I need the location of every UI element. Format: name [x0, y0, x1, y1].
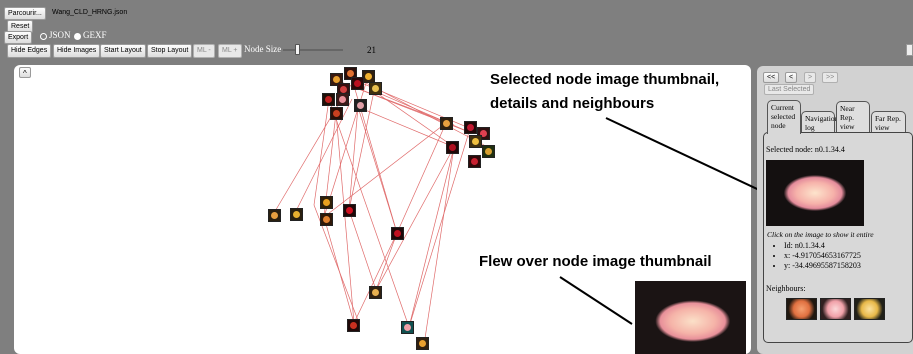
stop-layout-button[interactable]: Stop Layout — [147, 44, 193, 58]
nav-prev-button[interactable]: < — [785, 72, 798, 83]
graph-node[interactable] — [343, 204, 356, 217]
node-y: y: -34.49695587158203 — [784, 261, 861, 271]
hover-thumbnail — [635, 281, 746, 354]
graph-node[interactable] — [330, 73, 343, 86]
graph-node[interactable] — [330, 107, 343, 120]
graph-node[interactable] — [351, 77, 364, 90]
graph-node[interactable] — [369, 286, 382, 299]
graph-node[interactable] — [464, 121, 477, 134]
annotation-flew-over: Flew over node image thumbnail — [479, 253, 712, 270]
graph-node[interactable] — [362, 70, 375, 83]
collapse-button[interactable]: ^ — [19, 67, 31, 78]
file-name-label: Wang_CLD_HRNG.json — [52, 9, 128, 16]
annotation-selected-thumbnail-line2: details and neighbours — [490, 95, 655, 112]
right-edge-button[interactable] — [906, 44, 913, 56]
graph-node[interactable] — [320, 213, 333, 226]
ml-minus-button[interactable]: ML - — [193, 44, 215, 58]
image-hint: Click on the image to show it entire — [767, 230, 874, 239]
graph-node[interactable] — [468, 155, 481, 168]
nav-first-button[interactable]: << — [763, 72, 780, 83]
neighbour-thumbnail[interactable] — [820, 298, 851, 320]
start-layout-button[interactable]: Start Layout — [100, 44, 146, 58]
slider-track — [283, 49, 343, 51]
graph-node[interactable] — [416, 337, 429, 350]
nav-next-button[interactable]: > — [804, 72, 817, 83]
browse-button[interactable]: Parcourir... — [4, 7, 46, 20]
graph-node[interactable] — [482, 145, 495, 158]
export-button[interactable]: Export — [4, 31, 33, 44]
tab-far-rep-view[interactable]: Far Rep. view — [871, 111, 906, 133]
node-details-list: Id: n0.1.34.4 x: -4.917054653167725 y: -… — [768, 241, 861, 271]
last-selected-button[interactable]: Last Selected — [764, 84, 815, 95]
neighbour-thumbnail[interactable] — [786, 298, 817, 320]
graph-node[interactable] — [446, 141, 459, 154]
graph-node[interactable] — [322, 93, 335, 106]
nav-last-button[interactable]: >> — [822, 72, 839, 83]
node-size-label: Node Size — [244, 44, 282, 54]
tab-current-selected-node[interactable]: Current selected node — [767, 100, 801, 134]
slider-thumb[interactable] — [295, 44, 300, 55]
selected-node-text: Selected node: n0.1.34.4 — [766, 145, 845, 154]
neighbour-thumbnail[interactable] — [854, 298, 885, 320]
graph-node[interactable] — [344, 67, 357, 80]
node-id: Id: n0.1.34.4 — [784, 241, 861, 251]
graph-node[interactable] — [440, 117, 453, 130]
tab-navigation-log[interactable]: Navigation log — [801, 111, 838, 133]
graph-node[interactable] — [336, 93, 349, 106]
graph-node[interactable] — [268, 209, 281, 222]
selected-node-image[interactable] — [766, 160, 864, 226]
graph-node[interactable] — [320, 196, 333, 209]
annotation-selected-thumbnail: Selected node image thumbnail, — [490, 71, 720, 88]
graph-node[interactable] — [290, 208, 303, 221]
graph-node[interactable] — [401, 321, 414, 334]
json-radio-label: JSON — [49, 30, 71, 40]
node-x: x: -4.917054653167725 — [784, 251, 861, 261]
gexf-radio-label: GEXF — [83, 30, 107, 40]
graph-node[interactable] — [469, 135, 482, 148]
json-radio[interactable] — [40, 33, 47, 40]
ml-plus-button[interactable]: ML + — [218, 44, 242, 58]
graph-node[interactable] — [369, 82, 382, 95]
hide-edges-button[interactable]: Hide Edges — [7, 44, 52, 58]
node-size-slider[interactable] — [283, 44, 343, 55]
node-size-value: 21 — [367, 45, 376, 55]
graph-node[interactable] — [354, 99, 367, 112]
graph-node[interactable] — [347, 319, 360, 332]
graph-node[interactable] — [391, 227, 404, 240]
neighbours-label: Neighbours: — [766, 284, 806, 293]
gexf-radio[interactable] — [74, 33, 81, 40]
tab-near-rep-view[interactable]: Near Rep. view — [836, 101, 870, 133]
hide-images-button[interactable]: Hide Images — [53, 44, 101, 58]
